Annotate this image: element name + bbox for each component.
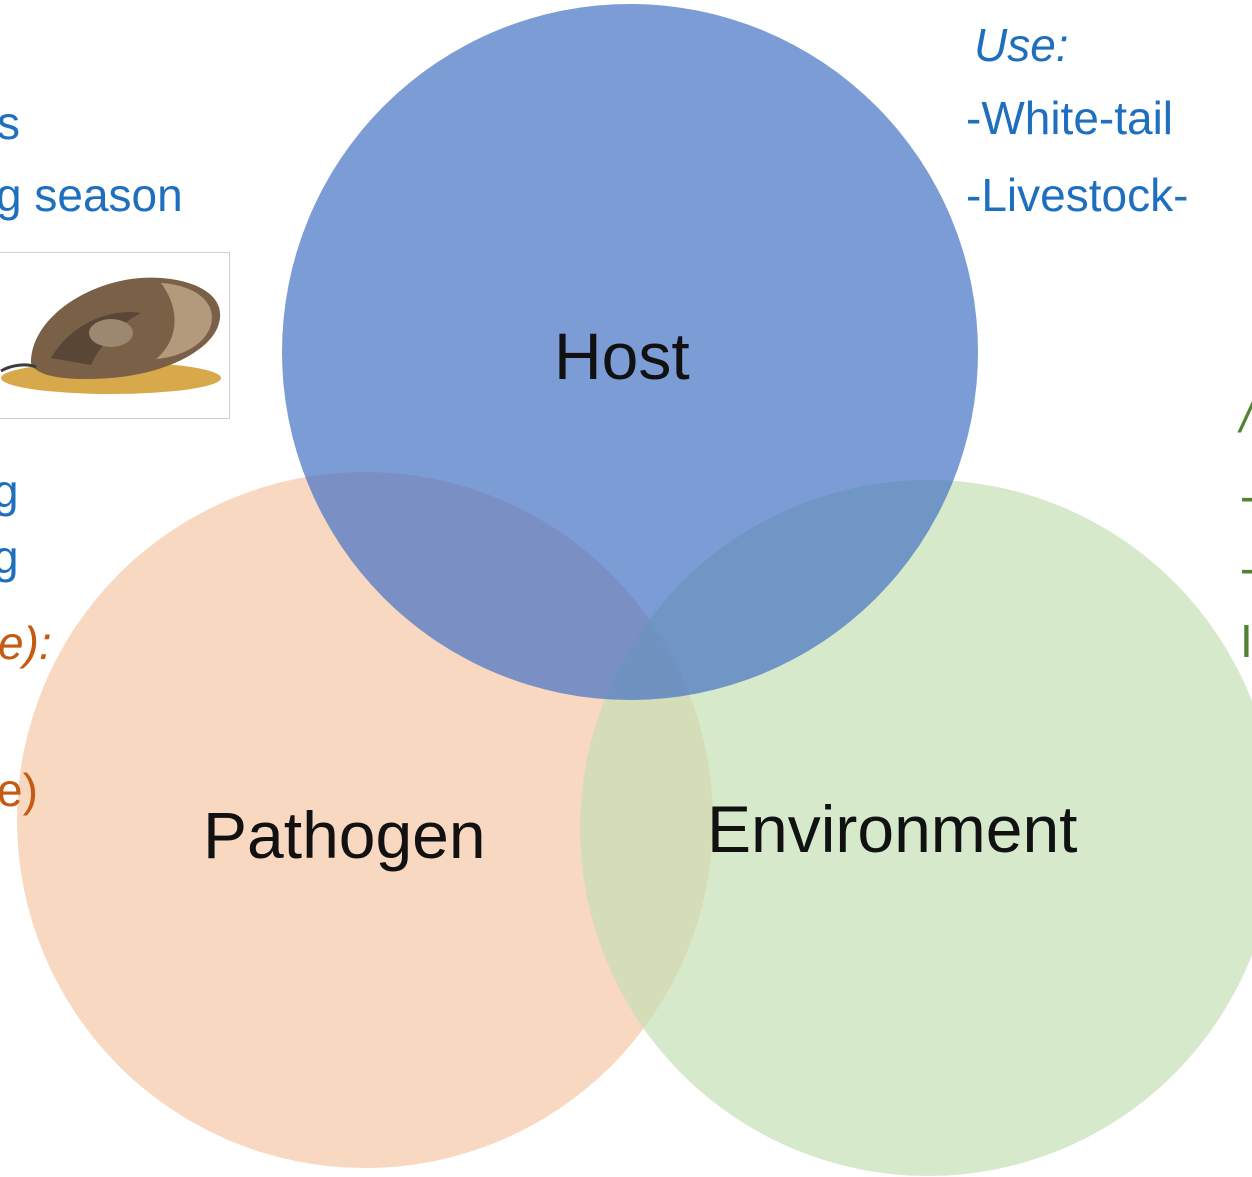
snail-image <box>0 252 230 419</box>
use-heading: Use: <box>974 19 1069 71</box>
left-text-line2: g season <box>0 169 183 221</box>
pathogen-label: Pathogen <box>203 798 486 872</box>
far-right-mark1: / <box>1240 390 1252 442</box>
host-circle <box>282 4 978 700</box>
snail-shell-icon <box>0 277 221 394</box>
use-line1: -White-tail <box>966 92 1174 144</box>
host-label: Host <box>554 319 690 393</box>
environment-label: Environment <box>707 792 1078 866</box>
left-text-line4: g <box>0 531 19 583</box>
left-text-line6: e) <box>0 764 38 816</box>
left-text-line3: g <box>0 465 19 517</box>
left-text-line5: e): <box>0 617 52 669</box>
far-right-mark4: I <box>1240 615 1252 667</box>
far-right-mark3: - <box>1240 545 1252 591</box>
use-line2: -Livestock- <box>966 169 1189 221</box>
left-text-line1: s <box>0 97 20 149</box>
far-right-mark2: - <box>1240 473 1252 519</box>
